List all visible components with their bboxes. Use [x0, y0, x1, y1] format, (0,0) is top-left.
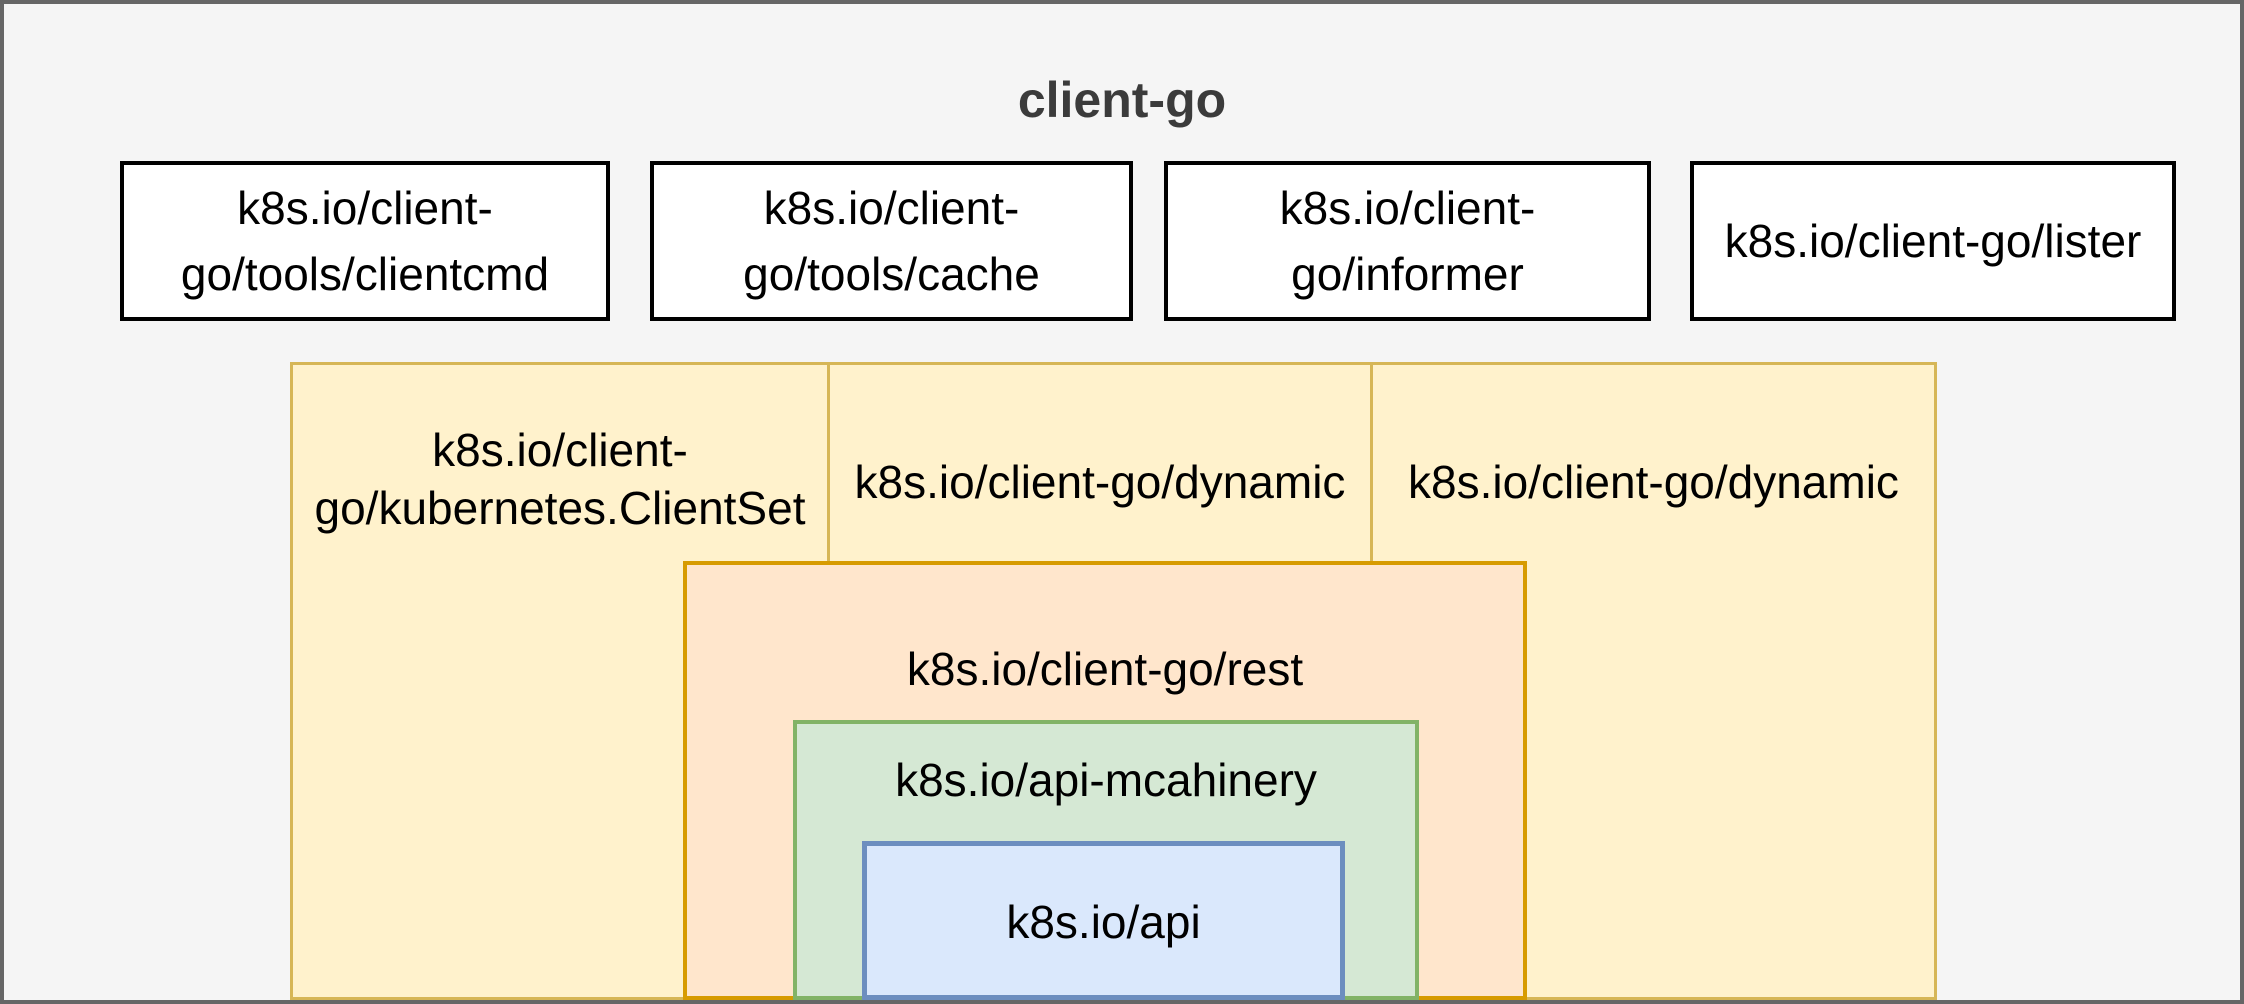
- box-client-go-tools-clientcmd: k8s.io/client- go/tools/clientcmd: [120, 161, 610, 321]
- yellow-section-divider-left: [827, 365, 830, 561]
- label-api-machinery: k8s.io/api-mcahinery: [895, 754, 1317, 806]
- label-client-go-rest: k8s.io/client-go/rest: [906, 643, 1304, 695]
- label-client-go-dynamic-middle: k8s.io/client-go/dynamic: [854, 456, 1346, 508]
- label-client-go-dynamic-right: k8s.io/client-go/dynamic: [1408, 456, 1899, 508]
- diagram-title: client-go: [1017, 72, 1227, 128]
- box-client-go-informer: k8s.io/client- go/informer: [1164, 161, 1651, 321]
- container-api: k8s.io/api: [862, 841, 1345, 1000]
- box-client-go-lister: k8s.io/client-go/lister: [1690, 161, 2176, 321]
- label-api: k8s.io/api: [1006, 896, 1201, 948]
- box-client-go-tools-cache: k8s.io/client- go/tools/cache: [650, 161, 1133, 321]
- yellow-section-divider-right: [1370, 365, 1373, 561]
- label-client-go-kubernetes-clientset: k8s.io/client- go/kubernetes.ClientSet: [314, 424, 806, 534]
